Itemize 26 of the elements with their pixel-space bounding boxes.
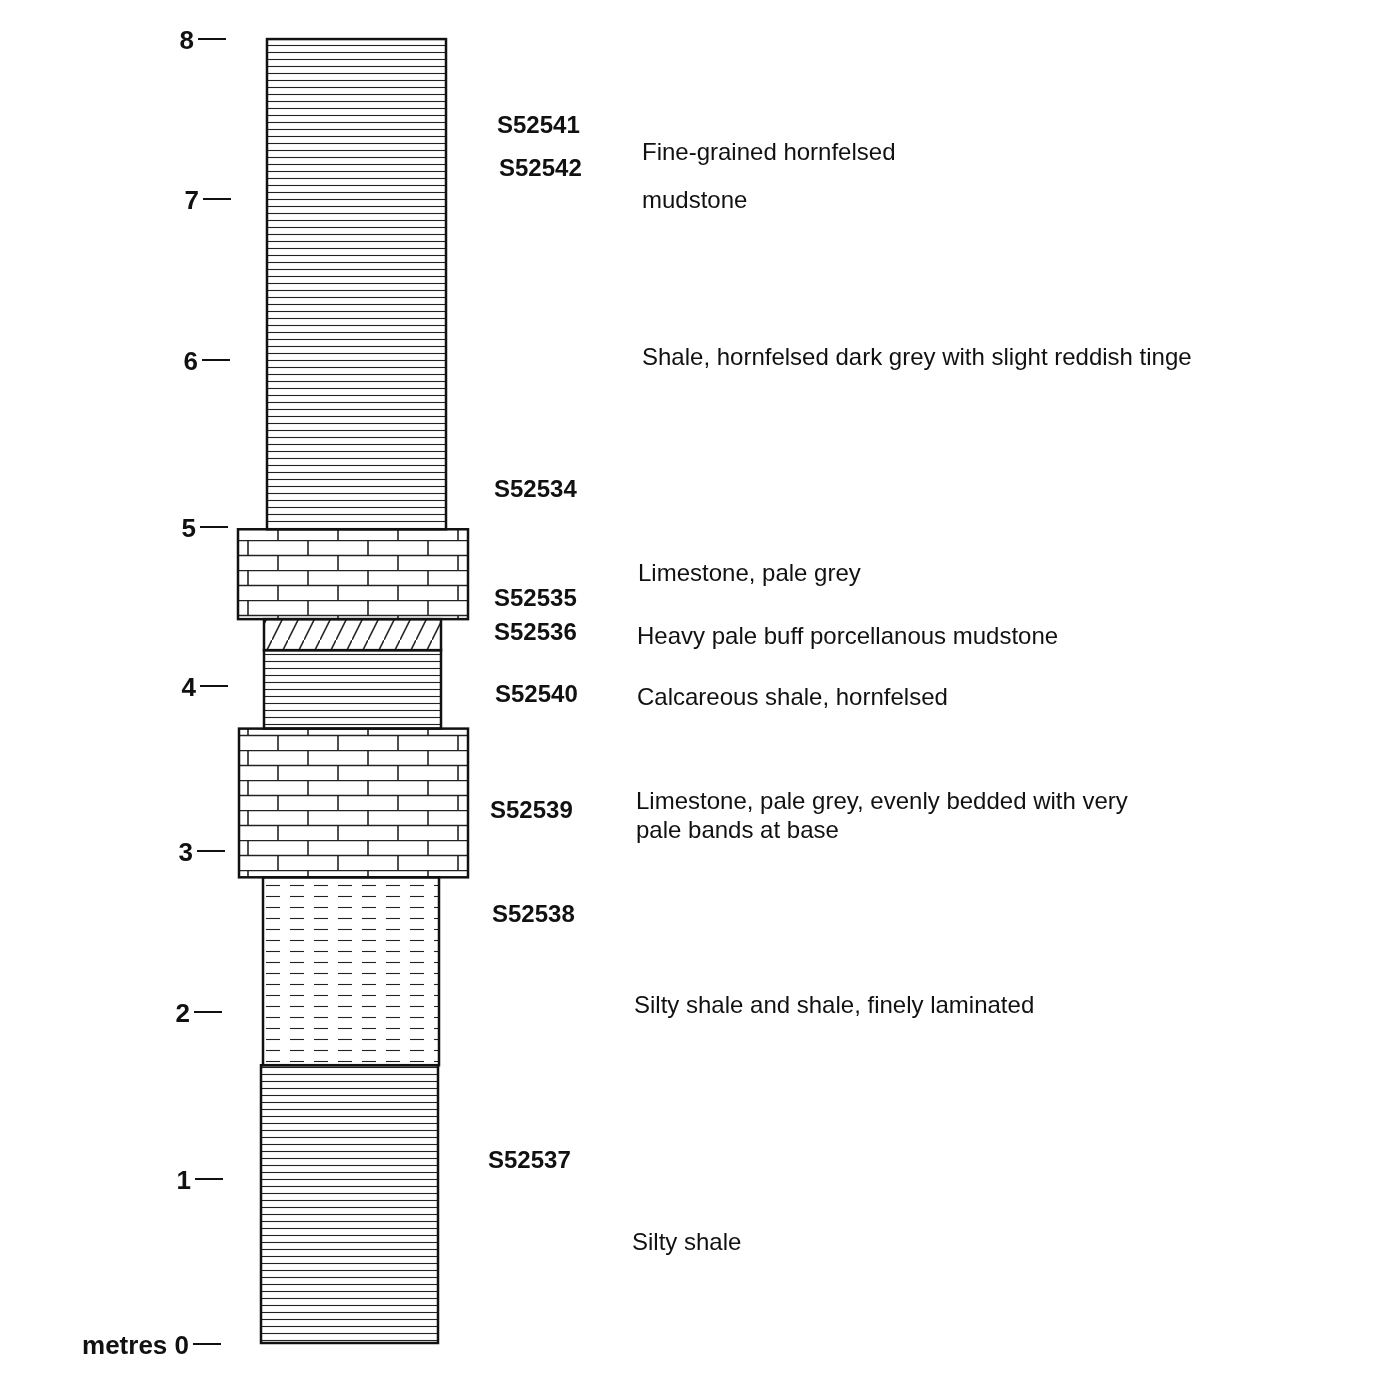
sample-number: S52534 — [494, 475, 577, 503]
lithology-description: Fine-grained hornfelsed mudstone — [642, 137, 897, 215]
depth-scale-label: 8 — [179, 26, 194, 54]
lithology-description: Limestone, pale grey, evenly bedded with very pale bands at base — [636, 785, 1129, 844]
lithology-description: Silty shale — [632, 1228, 742, 1256]
sample-number: S52537 — [488, 1146, 571, 1174]
sample-number: S52535 — [494, 584, 577, 612]
depth-scale-label: 4 — [181, 673, 196, 701]
lithology-description: Shale, hornfelsed dark grey with slight reddish tinge — [642, 343, 1192, 371]
depth-scale-label: 2 — [175, 999, 190, 1027]
sample-number: S52541 — [497, 111, 580, 139]
depth-scale-label: 3 — [178, 838, 193, 866]
lithology-description: Heavy pale buff porcellanous mudstone — [637, 622, 1059, 650]
lithology-description: Limestone, pale grey — [638, 559, 861, 587]
lithology-description: Silty shale and shale, finely laminated — [634, 991, 1035, 1019]
depth-scale-label: 1 — [176, 1166, 191, 1194]
sample-number: S52540 — [495, 680, 578, 708]
sample-number: S52542 — [499, 154, 582, 182]
depth-scale-label: 6 — [183, 347, 198, 375]
lithology-description: Calcareous shale, hornfelsed — [637, 683, 948, 711]
sample-number: S52539 — [490, 796, 573, 824]
depth-scale-label: 7 — [184, 186, 199, 214]
depth-scale-label: metres 0 — [82, 1331, 189, 1359]
depth-scale-label: 5 — [181, 514, 196, 542]
sample-number: S52536 — [494, 618, 577, 646]
sample-number: S52538 — [492, 900, 575, 928]
